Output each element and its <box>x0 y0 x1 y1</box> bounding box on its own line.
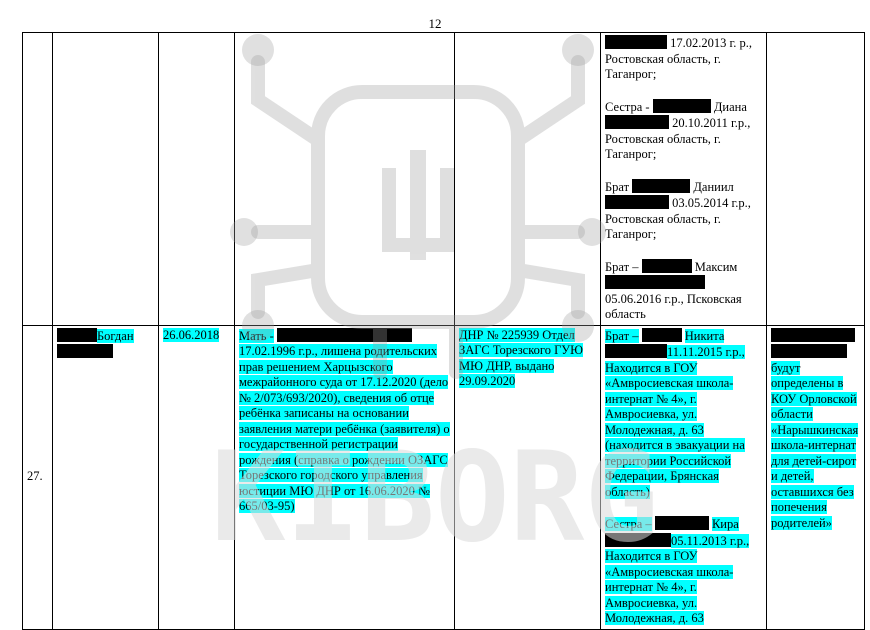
parents-cell <box>234 32 455 326</box>
table-row: 27. Богдан 26.06.2018 Мать - 17.02.1996 … <box>22 324 865 630</box>
records-table: 17.02.2013 г. р., Ростовская область, г.… <box>22 32 865 630</box>
relative-name: Кира <box>711 517 739 531</box>
child-name-cell: Богдан <box>52 324 159 630</box>
redaction-block <box>57 327 97 342</box>
relative-label: Брат – <box>605 259 639 274</box>
row-number: 27. <box>22 324 53 630</box>
redaction-block <box>57 344 113 358</box>
redaction-block <box>771 327 855 342</box>
document-cell <box>454 32 601 326</box>
placement-text: будут определены в КОУ Орловской области… <box>771 360 859 530</box>
birth-date-cell <box>158 32 235 326</box>
redaction-block <box>276 327 412 342</box>
relative-name: Даниил <box>693 179 734 194</box>
parents-text: 17.02.1996 г.р., лишена родительских пра… <box>239 344 450 513</box>
relative-entry: Сестра – Кира 05.11.2013 г.р., Находится… <box>605 516 762 627</box>
relative-name: Никита <box>684 328 725 343</box>
relative-entry: Сестра - Диана 20.10.2011 г.р., Ростовск… <box>605 98 762 163</box>
redaction-block <box>641 327 682 342</box>
redaction-block <box>632 178 691 193</box>
relative-entry: Брат – Максим 05.06.2016 г.р., Псковская… <box>605 258 762 323</box>
relative-details: 03.05.2014 г.р., Ростовская область, г. … <box>605 196 751 241</box>
relative-details: 05.11.2013 г.р., Находится в ГОУ «Амврос… <box>605 533 750 625</box>
redaction-block <box>771 344 847 358</box>
birth-date: 26.06.2018 <box>163 327 220 342</box>
relative-entry: Брат Даниил 03.05.2014 г.р., Ростовская … <box>605 178 762 243</box>
redaction-block <box>605 532 671 547</box>
redaction-block <box>605 344 667 358</box>
redaction-block <box>654 516 709 530</box>
child-name-cell <box>52 32 159 326</box>
redaction-block <box>605 275 705 289</box>
relative-details: 05.06.2016 г.р., Псковская область <box>605 291 742 322</box>
relatives-cell: 17.02.2013 г. р., Ростовская область, г.… <box>600 32 767 326</box>
relative-entry: Брат – Никита 11.11.2015 г.р., Находится… <box>605 327 762 501</box>
birth-date-cell: 26.06.2018 <box>158 324 235 630</box>
relatives-cell: Брат – Никита 11.11.2015 г.р., Находится… <box>600 324 767 630</box>
relative-entry: 17.02.2013 г. р., Ростовская область, г.… <box>605 35 762 83</box>
relative-name: Максим <box>694 259 738 274</box>
child-name: Богдан <box>97 328 134 343</box>
relative-details: 20.10.2011 г.р., Ростовская область, г. … <box>605 116 751 161</box>
parents-label: Мать - <box>239 328 274 343</box>
redaction-block <box>641 258 692 273</box>
relative-details: 11.11.2015 г.р., Находится в ГОУ «Амврос… <box>605 345 745 499</box>
placement-cell: будут определены в КОУ Орловской области… <box>766 324 865 630</box>
placement-cell <box>766 32 865 326</box>
relative-label: Сестра - <box>605 99 650 114</box>
document-text: ДНР № 225939 Отдел ЗАГС Торезского ГУЮ М… <box>459 327 583 388</box>
relative-details: 17.02.2013 г. р., Ростовская область, г.… <box>605 36 752 81</box>
document-cell: ДНР № 225939 Отдел ЗАГС Торезского ГУЮ М… <box>454 324 601 630</box>
redaction-block <box>605 35 667 49</box>
redaction-block <box>652 98 711 113</box>
relative-label: Брат – <box>605 328 639 343</box>
parents-cell: Мать - 17.02.1996 г.р., лишена родительс… <box>234 324 455 630</box>
number-cell <box>22 32 53 326</box>
page-number: 12 <box>428 16 442 31</box>
table-row: 17.02.2013 г. р., Ростовская область, г.… <box>22 32 865 326</box>
relative-name: Диана <box>713 99 747 114</box>
redaction-block <box>605 115 669 129</box>
relative-label: Брат <box>605 179 630 194</box>
redaction-block <box>605 195 669 209</box>
relative-label: Сестра – <box>605 517 652 531</box>
